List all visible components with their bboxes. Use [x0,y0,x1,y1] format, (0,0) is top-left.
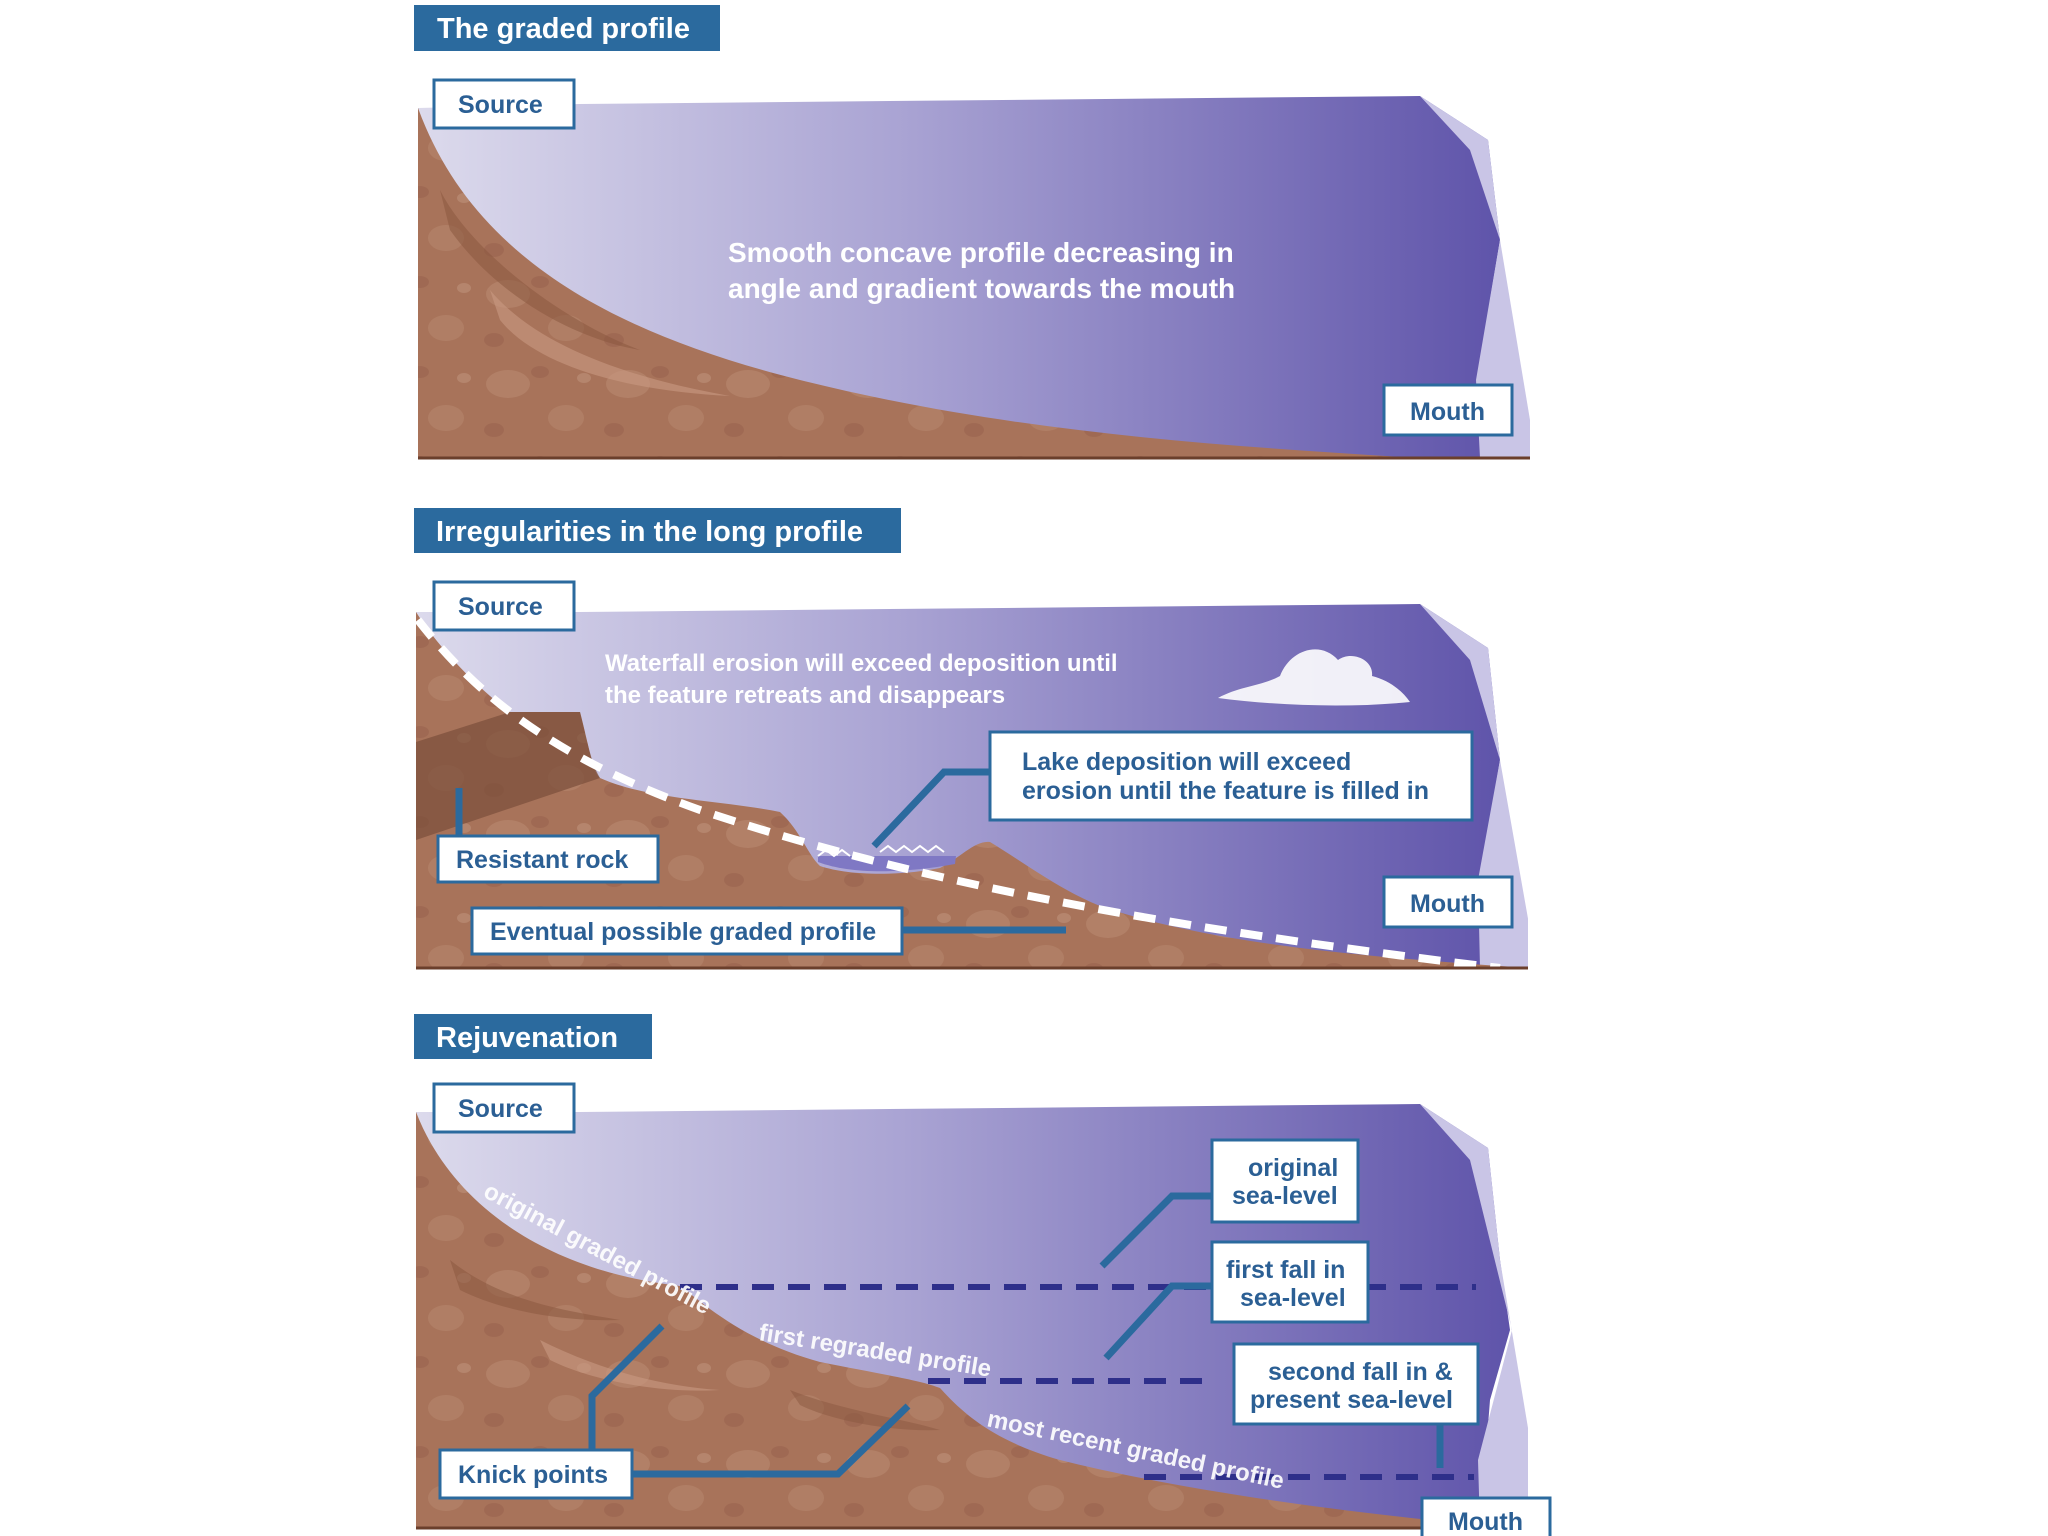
sky-right-edge [1420,1104,1528,1528]
ground-profile [416,612,1528,968]
first-fall-line1: first fall in [1226,1256,1345,1284]
panel1-mouth-label: Mouth [1410,398,1485,426]
panel-rejuvenation: original graded profile first regraded p… [414,1014,1552,1536]
panel2-mouth-box [1382,875,1514,929]
original-sea-level-box [1210,1138,1360,1224]
panel1-title-bar [414,5,720,51]
panel3-source-label: Source [458,1095,543,1123]
rock-strata-light [490,290,730,396]
knick-points-leader [588,1323,665,1450]
panel3-mouth-box [1420,1496,1552,1536]
original-sea-line2: sea-level [1232,1182,1338,1210]
lake-caption-line2: erosion until the feature is filled in [1022,777,1429,805]
first-fall-line2: sea-level [1240,1284,1346,1312]
knick-points-leader-2 [630,1403,911,1478]
ground-profile [416,1112,1528,1528]
knick-points-label: Knick points [458,1461,608,1489]
lake-ripples [817,844,945,858]
lake-leader-line [871,768,990,849]
panel3-title: Rejuvenation [436,1022,618,1054]
panel1-source-label: Source [458,91,543,119]
rock-strata [450,1260,620,1321]
panel-graded-profile: The graded profile Source Mouth Smooth c… [414,5,1530,460]
panel3-source-box [432,1082,576,1134]
lake-deposition-box [988,730,1474,822]
rock-strata [790,1390,940,1431]
waterfall-caption-line1: Waterfall erosion will exceed deposition… [605,650,1118,677]
original-sea-leader [1099,1192,1214,1269]
sky-right-edge [1420,96,1530,458]
panel2-title: Irregularities in the long profile [436,516,863,548]
second-fall-box [1232,1342,1480,1426]
waterfall-caption-line2: the feature retreats and disappears [605,682,1005,709]
first-fall-leader [1103,1282,1214,1361]
knick-points-box [438,1448,634,1500]
panel2-title-bar [414,508,901,553]
panel1-mouth-box [1382,383,1514,437]
lake-water [818,856,956,872]
second-fall-line1: second fall in & [1268,1358,1453,1386]
second-fall-line2: present sea-level [1250,1386,1453,1414]
eventual-graded-profile-line [416,617,1501,970]
first-fall-box [1210,1240,1370,1324]
panel2-mouth-label: Mouth [1410,890,1485,918]
resistant-rock-box [436,834,660,884]
panel3-mouth-label: Mouth [1448,1508,1523,1536]
panel1-caption-line1: Smooth concave profile decreasing in [728,237,1234,268]
graded-profile-box [470,906,904,956]
panel2-source-label: Source [458,593,543,621]
panel2-source-box [432,580,576,632]
ground-profile [418,108,1420,458]
panel1-caption-line2: angle and gradient towards the mouth [728,273,1235,304]
resistant-rock-label: Resistant rock [456,846,628,874]
lake-caption-line1: Lake deposition will exceed [1022,748,1351,776]
panel3-title-bar [414,1014,652,1059]
graded-profile-label: Eventual possible graded profile [490,918,876,946]
original-sea-line1: original [1248,1154,1338,1182]
panel1-title: The graded profile [437,13,690,45]
cloud-icon [1218,649,1410,706]
panel1-source-box [432,78,576,130]
rock-strata-light [540,1340,720,1391]
panel-irregularities: Irregularities in the long profile Sourc… [414,508,1528,970]
